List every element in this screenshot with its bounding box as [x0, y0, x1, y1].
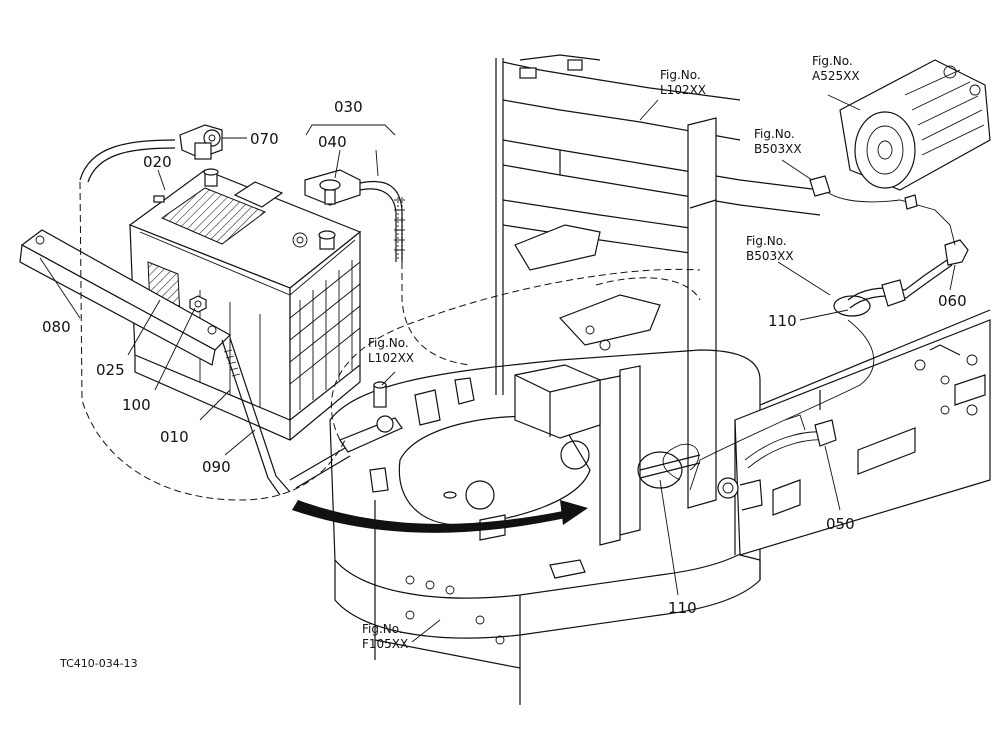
callout-110-upper: 110 [768, 312, 797, 330]
leader-lines [39, 94, 956, 643]
document-id: TC410-034-13 [59, 657, 138, 670]
callout-030: 030 [334, 98, 363, 116]
callout-040: 040 [318, 133, 347, 151]
callout-060: 060 [938, 292, 967, 310]
callout-010: 010 [160, 428, 189, 446]
fig-ref-code: B503XX [754, 142, 802, 156]
callout-100: 100 [122, 396, 151, 414]
fig-ref-label: Fig.No. [754, 127, 795, 141]
fig-ref-code: B503XX [746, 249, 794, 263]
cables [79, 124, 969, 491]
figure-references: Fig.No. L102XX Fig.No. A525XX Fig.No. B5… [362, 54, 860, 651]
fig-ref-label: Fig.No. [746, 234, 787, 248]
callout-070: 070 [250, 130, 279, 148]
fig-ref-label: Fig.No. [812, 54, 853, 68]
battery-hold-bar-080 [19, 229, 291, 496]
callout-020: 020 [143, 153, 172, 171]
callout-050: 050 [826, 515, 855, 533]
fig-ref-code: F105XX [362, 637, 408, 651]
part-callouts: 070 020 030 040 080 025 100 010 090 110 … [42, 98, 967, 617]
battery-010 [128, 168, 362, 441]
fig-ref-code: A525XX [812, 69, 860, 83]
fig-ref-label: Fig.No. [362, 622, 403, 636]
callout-090: 090 [202, 458, 231, 476]
dashed-guides [79, 181, 701, 501]
callout-080: 080 [42, 318, 71, 336]
callout-110-lower: 110 [668, 599, 697, 617]
direction-arrow [292, 500, 588, 533]
alternator [839, 59, 991, 191]
fig-ref-code: L102XX [368, 351, 414, 365]
fig-ref-label: Fig.No. [660, 68, 701, 82]
callout-025: 025 [96, 361, 125, 379]
chassis-frame [329, 54, 991, 705]
fig-ref-label: Fig.No. [368, 336, 409, 350]
fig-ref-code: L102XX [660, 83, 706, 97]
